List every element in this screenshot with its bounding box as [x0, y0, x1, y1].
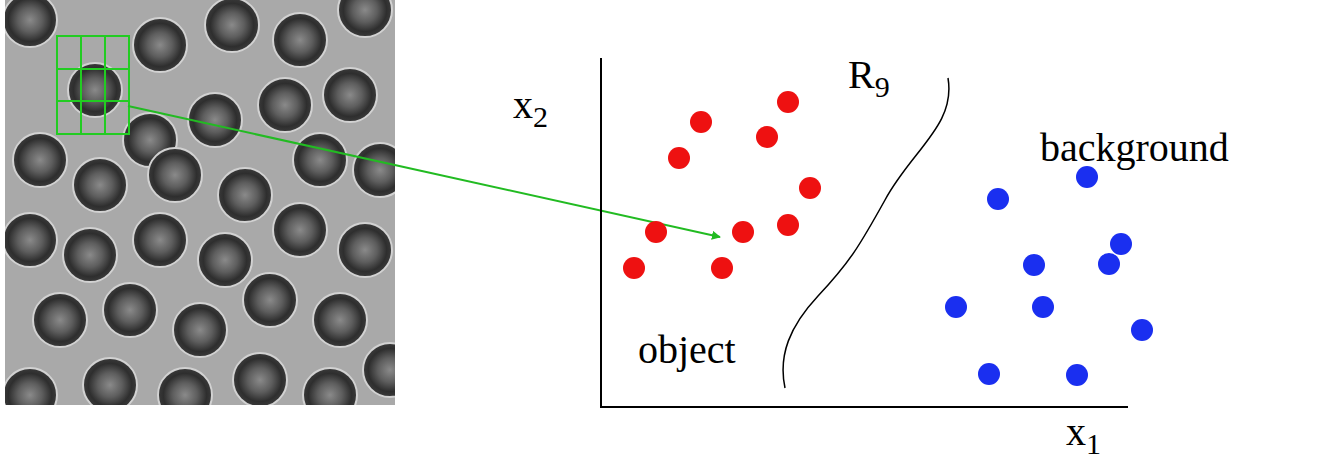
background-dot	[987, 188, 1009, 210]
background-dot	[1032, 296, 1054, 318]
blood-cell	[338, 223, 392, 277]
object-dot	[690, 111, 712, 133]
background-dot	[1110, 233, 1132, 255]
background-dot	[945, 296, 967, 318]
object-dot	[668, 147, 690, 169]
blood-cell	[273, 13, 327, 67]
object-dot	[645, 221, 667, 243]
background-dot	[978, 363, 1000, 385]
object-samples	[623, 91, 821, 279]
object-dot	[799, 177, 821, 199]
blood-cell	[133, 213, 187, 267]
background-dot	[1023, 254, 1045, 276]
blood-cell	[353, 143, 395, 197]
blood-cell	[258, 78, 312, 132]
blood-cell	[5, 0, 57, 47]
class-label: background	[1040, 128, 1229, 168]
axis-label: x2	[513, 85, 548, 125]
mapping-arrow	[128, 106, 720, 237]
blood-cell	[323, 68, 377, 122]
blood-cell	[173, 303, 227, 357]
blood-cell	[338, 0, 392, 37]
patch-grid	[57, 36, 129, 134]
object-dot	[732, 221, 754, 243]
blood-cell	[133, 18, 187, 72]
axis-label: x1	[1066, 412, 1101, 452]
blood-cell	[158, 368, 212, 405]
blood-cell	[313, 293, 367, 347]
blood-cell	[363, 343, 395, 397]
blood-cell	[198, 233, 252, 287]
blood-cell	[33, 293, 87, 347]
decision-boundary	[783, 78, 949, 388]
object-dot	[777, 214, 799, 236]
blood-cell	[273, 203, 327, 257]
background-dot	[1098, 253, 1120, 275]
blood-cell	[205, 0, 259, 52]
axes	[600, 58, 1128, 408]
object-dot	[756, 126, 778, 148]
object-dot	[777, 91, 799, 113]
background-dot	[1066, 364, 1088, 386]
blood-cell	[73, 158, 127, 212]
background-samples	[945, 166, 1153, 386]
blood-cell	[68, 63, 122, 117]
blood-cell	[303, 368, 357, 405]
microscope-image	[5, 0, 395, 405]
background-dot	[1076, 166, 1098, 188]
blood-cell	[13, 133, 67, 187]
background-dot	[1131, 319, 1153, 341]
blood-cell	[63, 228, 117, 282]
blood-cell	[83, 358, 137, 405]
blood-cell	[243, 273, 297, 327]
blood-cell	[218, 168, 272, 222]
blood-cell	[293, 133, 347, 187]
blood-cell	[233, 353, 287, 405]
object-dot	[711, 257, 733, 279]
blood-cell	[188, 93, 242, 147]
blood-cell	[148, 148, 202, 202]
blood-cell	[5, 368, 57, 405]
blood-cell	[103, 283, 157, 337]
object-dot	[623, 257, 645, 279]
class-label: object	[638, 330, 736, 370]
blood-cell	[5, 213, 57, 267]
region-label: R9	[848, 55, 890, 95]
